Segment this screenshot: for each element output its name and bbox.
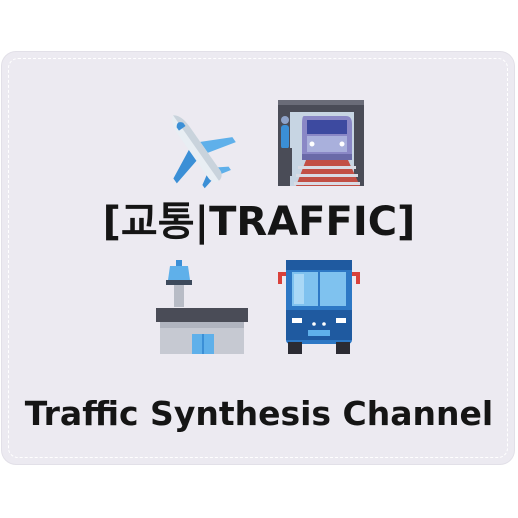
bus-icon bbox=[272, 258, 366, 354]
airplane-icon bbox=[152, 104, 240, 192]
airport-tower-icon bbox=[156, 258, 248, 354]
channel-card bbox=[2, 52, 514, 464]
headline-title: [교통|TRAFFIC] bbox=[102, 199, 416, 245]
train-station-icon bbox=[276, 98, 366, 188]
channel-name: Traffic Synthesis Channel bbox=[24, 394, 494, 433]
